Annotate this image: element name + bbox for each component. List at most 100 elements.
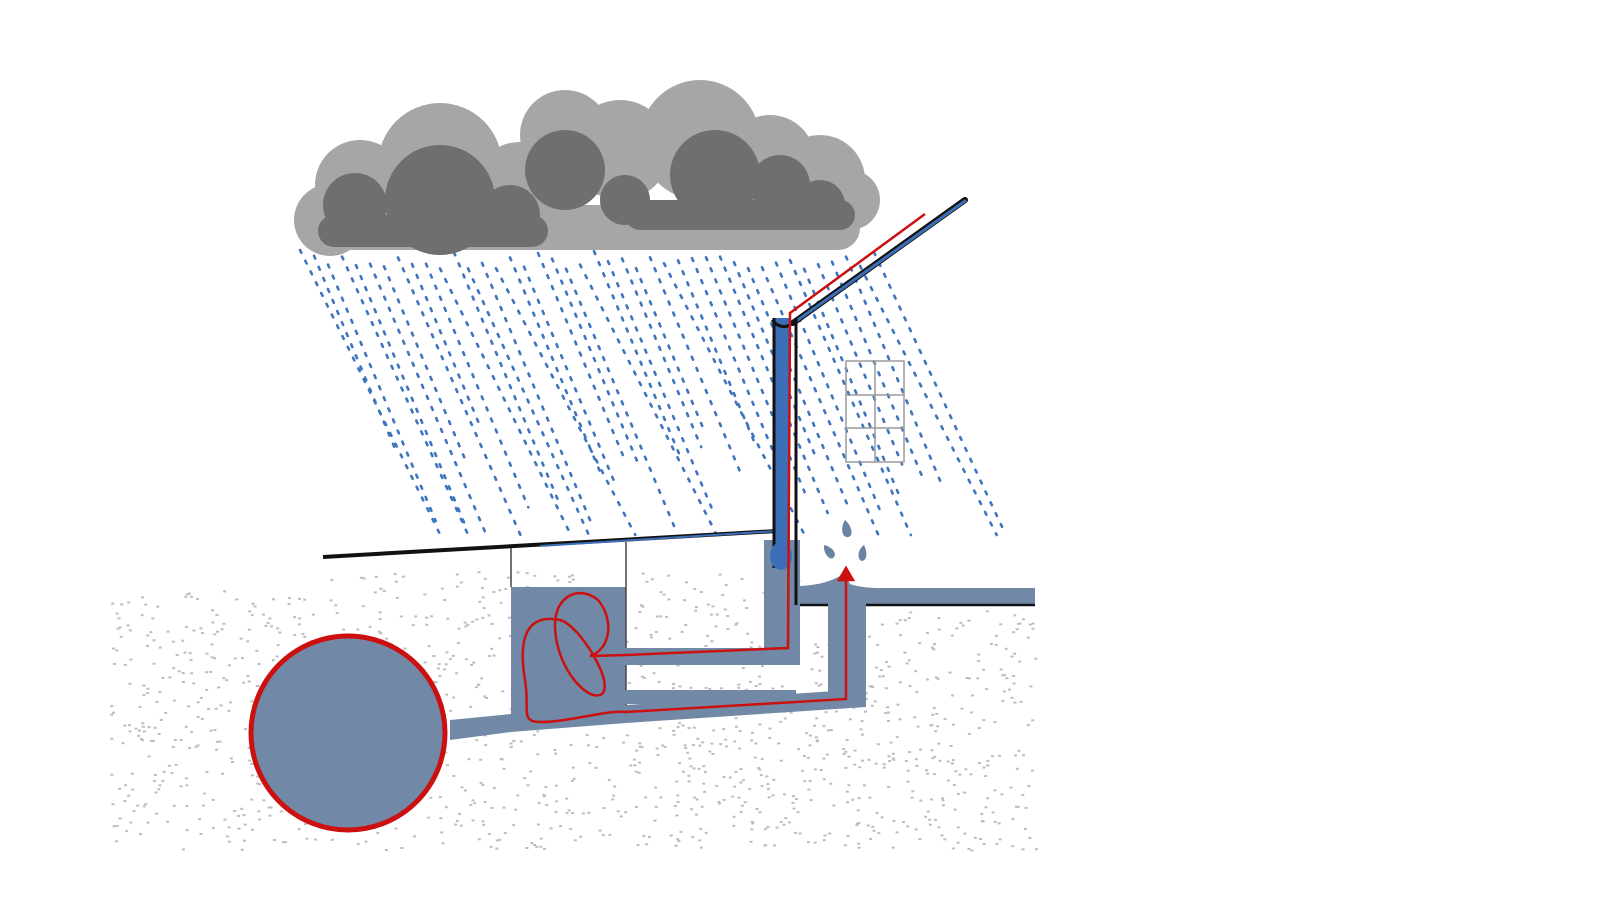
soil-speckle bbox=[650, 636, 653, 639]
soil-speckle bbox=[141, 739, 144, 742]
soil-speckle bbox=[567, 809, 571, 812]
soil-speckle bbox=[276, 627, 280, 630]
soil-speckle bbox=[118, 817, 122, 820]
soil-speckle bbox=[376, 831, 380, 834]
soil-speckle bbox=[137, 729, 141, 732]
soil-speckle bbox=[151, 617, 155, 620]
soil-speckle bbox=[146, 634, 150, 637]
soil-speckle bbox=[884, 712, 887, 715]
rain-streak bbox=[340, 255, 470, 537]
soil-speckle bbox=[715, 613, 719, 616]
soil-speckle bbox=[638, 611, 642, 613]
soil-speckle bbox=[936, 677, 940, 680]
soil-speckle bbox=[652, 672, 656, 675]
soil-speckle bbox=[678, 722, 681, 725]
soil-speckle bbox=[146, 645, 149, 647]
soil-speckle bbox=[227, 840, 231, 843]
soil-speckle bbox=[401, 575, 405, 578]
soil-speckle bbox=[738, 747, 741, 750]
soil-speckle bbox=[481, 596, 485, 599]
soil-speckle bbox=[870, 685, 874, 688]
soil-speckle bbox=[946, 779, 950, 782]
soil-speckle bbox=[179, 785, 183, 788]
soil-speckle bbox=[689, 686, 693, 689]
soil-speckle bbox=[683, 744, 687, 747]
soil-speckle bbox=[880, 816, 884, 819]
soil-speckle bbox=[303, 823, 307, 826]
soil-speckle bbox=[814, 736, 818, 739]
soil-speckle bbox=[745, 688, 749, 691]
soil-speckle bbox=[120, 603, 124, 606]
rain-streak bbox=[396, 256, 522, 537]
soil-speckle bbox=[128, 730, 132, 733]
soil-speckle bbox=[112, 711, 115, 714]
soil-speckle bbox=[123, 663, 127, 666]
soil-speckle bbox=[1000, 793, 1004, 796]
soil-speckle bbox=[228, 664, 231, 667]
soil-speckle bbox=[847, 784, 851, 787]
soil-speckle bbox=[475, 686, 478, 689]
soil-speckle bbox=[675, 814, 679, 817]
soil-speckle bbox=[210, 643, 214, 646]
soil-speckle bbox=[449, 658, 453, 661]
soil-speckle bbox=[1031, 622, 1035, 625]
soil-speckle bbox=[703, 790, 707, 793]
rain-streak bbox=[424, 262, 530, 509]
soil-speckle bbox=[750, 739, 753, 742]
soil-speckle bbox=[798, 832, 802, 835]
soil-speckle bbox=[572, 777, 576, 780]
soil-speckle bbox=[822, 725, 826, 728]
soil-speckle bbox=[146, 687, 150, 690]
soil-speckle bbox=[480, 677, 484, 680]
soil-speckle bbox=[1030, 769, 1034, 772]
soil-speckle bbox=[1015, 628, 1019, 631]
soil-speckle bbox=[251, 828, 254, 831]
soil-speckle bbox=[490, 623, 494, 625]
soil-speckle bbox=[535, 845, 539, 848]
soil-speckle bbox=[567, 575, 571, 578]
soil-speckle bbox=[907, 659, 911, 662]
soil-speckle bbox=[1012, 675, 1016, 677]
soil-speckle bbox=[672, 683, 676, 686]
soil-speckle bbox=[1028, 837, 1032, 839]
soil-speckle bbox=[489, 845, 493, 848]
soil-speckle bbox=[477, 838, 481, 841]
soil-speckle bbox=[864, 710, 867, 713]
soil-speckle bbox=[796, 811, 800, 814]
soil-speckle bbox=[246, 640, 250, 643]
soil-speckle bbox=[887, 755, 891, 758]
soil-speckle bbox=[1017, 622, 1020, 625]
soil-speckle bbox=[525, 572, 529, 575]
soil-speckle bbox=[803, 780, 807, 783]
soil-speckle bbox=[967, 677, 971, 680]
downpipe bbox=[770, 318, 1035, 607]
soil-speckle bbox=[209, 729, 213, 732]
soil-speckle bbox=[748, 788, 752, 791]
soil-speckle bbox=[977, 653, 981, 656]
rain-streak bbox=[830, 260, 926, 484]
soil-speckle bbox=[394, 827, 398, 830]
soil-speckle bbox=[565, 812, 569, 815]
soil-speckle bbox=[185, 626, 188, 628]
middle-connection-pipe bbox=[626, 690, 796, 704]
soil-speckle bbox=[275, 655, 279, 658]
soil-speckle bbox=[932, 707, 936, 709]
soil-speckle bbox=[672, 729, 676, 732]
soil-speckle bbox=[738, 730, 742, 732]
soil-speckle bbox=[760, 784, 764, 787]
soil-speckle bbox=[669, 834, 673, 837]
soil-speckle bbox=[373, 591, 377, 594]
soil-speckle bbox=[1018, 622, 1022, 625]
soil-speckle bbox=[454, 823, 458, 826]
soil-speckle bbox=[411, 624, 415, 627]
soil-speckle bbox=[227, 709, 231, 712]
soil-speckle bbox=[1013, 652, 1017, 655]
soil-speckle bbox=[808, 779, 812, 782]
soil-speckle bbox=[471, 620, 475, 623]
rain-streak bbox=[466, 267, 591, 537]
soil-speckle bbox=[456, 642, 460, 644]
rain-streaks bbox=[298, 248, 1008, 537]
soil-speckle bbox=[221, 772, 224, 775]
soil-speckle bbox=[570, 779, 574, 782]
soil-speckle bbox=[110, 737, 114, 740]
